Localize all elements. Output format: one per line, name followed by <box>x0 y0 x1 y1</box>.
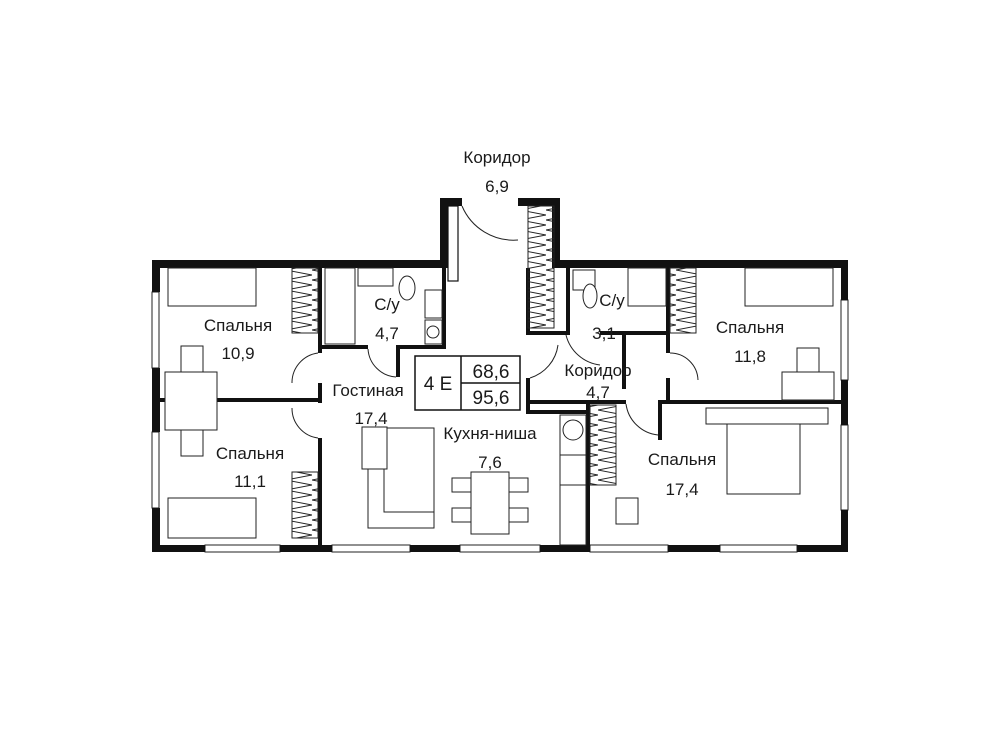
room-area: 4,7 <box>375 324 399 343</box>
desk <box>164 371 218 431</box>
shower <box>627 267 667 307</box>
sink <box>562 419 584 441</box>
room-name: С/у <box>374 295 400 314</box>
room-area: 6,9 <box>485 177 509 196</box>
room-area: 11,8 <box>734 347 766 366</box>
bathtub <box>324 267 356 345</box>
dining-table <box>470 471 510 535</box>
room-name: Коридор <box>564 361 631 380</box>
bed <box>167 267 257 307</box>
outer-walls <box>152 198 848 552</box>
room-area: 17,4 <box>665 480 698 499</box>
room-area: 10,9 <box>221 344 254 363</box>
room-labels: Коридор 6,9 Спальня 10,9 С/у 4,7 С/у 3,1… <box>204 148 784 499</box>
room-name: Спальня <box>204 316 272 335</box>
doors <box>291 205 699 439</box>
rooms-count-label: 4 E <box>424 374 453 395</box>
room-name: Кухня-ниша <box>443 424 537 443</box>
armchair <box>361 426 388 470</box>
stove <box>559 454 587 486</box>
bed <box>744 267 834 307</box>
room-name: Спальня <box>648 450 716 469</box>
room-name: Спальня <box>216 444 284 463</box>
furniture <box>164 267 835 546</box>
room-name: Гостиная <box>332 381 403 400</box>
room-area: 3,1 <box>592 324 616 343</box>
closets <box>291 205 697 539</box>
room-name: С/у <box>599 291 625 310</box>
apartment-badge: 4 E 68,6 95,6 <box>414 355 521 411</box>
toilet <box>398 275 416 301</box>
total-area: 95,6 <box>473 388 510 409</box>
room-name: Спальня <box>716 318 784 337</box>
room-area: 4,7 <box>586 383 610 402</box>
bed <box>167 497 257 539</box>
room-area: 17,4 <box>354 409 387 428</box>
room-name: Коридор <box>463 148 530 167</box>
living-area: 68,6 <box>473 362 510 383</box>
desk <box>781 371 835 401</box>
room-area: 7,6 <box>478 453 502 472</box>
room-area: 11,1 <box>234 472 266 491</box>
interior-walls <box>160 268 848 545</box>
